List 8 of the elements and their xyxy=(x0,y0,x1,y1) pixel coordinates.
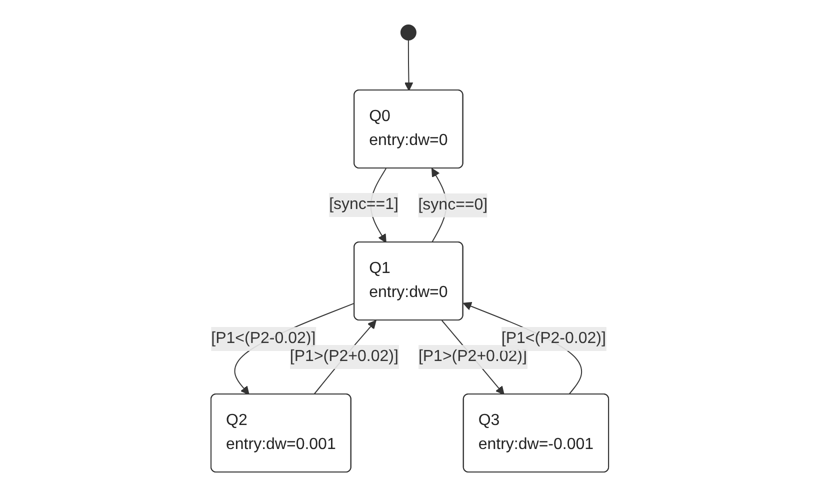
edge-label: [sync==1] xyxy=(329,196,399,212)
edge-label: [sync==0] xyxy=(418,196,488,213)
edge-label: [P1>(P2+0.02)] xyxy=(290,348,399,364)
arrow xyxy=(404,39,414,90)
node-circle xyxy=(400,24,417,40)
edge-label: [P1<(P2-0.02)] xyxy=(211,330,316,347)
edge-label: [P1>(P2+0.02)] xyxy=(418,348,528,364)
edge-label: [P1<(P2-0.02)] xyxy=(502,329,606,346)
